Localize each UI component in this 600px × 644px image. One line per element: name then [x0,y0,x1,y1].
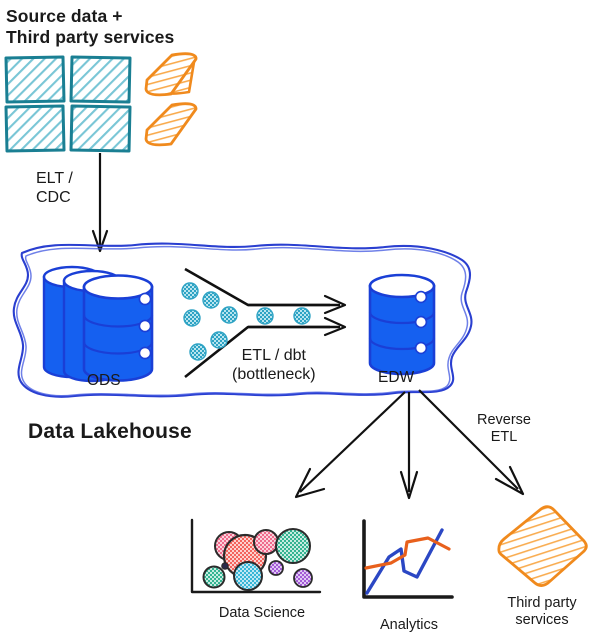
data-dot [181,282,199,300]
edw-label: EDW [378,369,415,386]
bubble [233,561,263,591]
arrow-to-analytics [399,392,419,500]
third-party-output-diamond [497,505,588,587]
third-party-caption: Third party services [507,595,577,629]
elt-cdc-label: ELT / CDC [36,170,73,206]
bubble [253,529,279,555]
source-box-1 [4,55,66,104]
third-party-diamond-2 [144,102,198,147]
ods-database [42,265,154,383]
data-science-caption: Data Science [218,605,306,621]
etl-output-arrows [248,294,347,337]
edw-output-arrows [294,389,525,500]
data-dot [183,309,201,327]
bubble [221,562,229,570]
arrow-to-third-party [418,389,525,496]
data-dot [202,291,220,309]
source-shapes-group [4,52,198,153]
reverse-etl-label: Reverse ETL [477,412,531,446]
data-dot [210,331,228,349]
edw-database [368,273,436,376]
elt-cdc-arrow [91,153,109,253]
bubble [202,565,226,589]
data-dot [293,307,311,325]
data-science-chart [190,518,322,594]
data-dot [189,343,207,361]
bottleneck-data-dots [181,282,311,361]
analytics-caption: Analytics [379,617,439,633]
bubble [268,560,284,576]
analytics-chart [362,519,454,599]
bubble [275,528,311,564]
source-box-4 [69,104,132,153]
bubble [293,568,313,588]
data-lakehouse-boundary [12,242,473,398]
source-box-2 [69,55,132,104]
arrow-to-data-science [294,391,406,499]
ods-label: ODS [87,372,121,389]
etl-dbt-bottleneck-label: ETL / dbt (bottleneck) [232,347,316,383]
third-party-diamond-1 [144,52,198,97]
data-dot [256,307,274,325]
data-lakehouse-label: Data Lakehouse [28,420,192,443]
source-box-3 [4,104,66,153]
data-dot [220,306,238,324]
ods-cylinder-front [82,274,154,382]
analytics-series-orange [364,536,451,570]
source-data-title: Source data + Third party services [6,6,175,47]
